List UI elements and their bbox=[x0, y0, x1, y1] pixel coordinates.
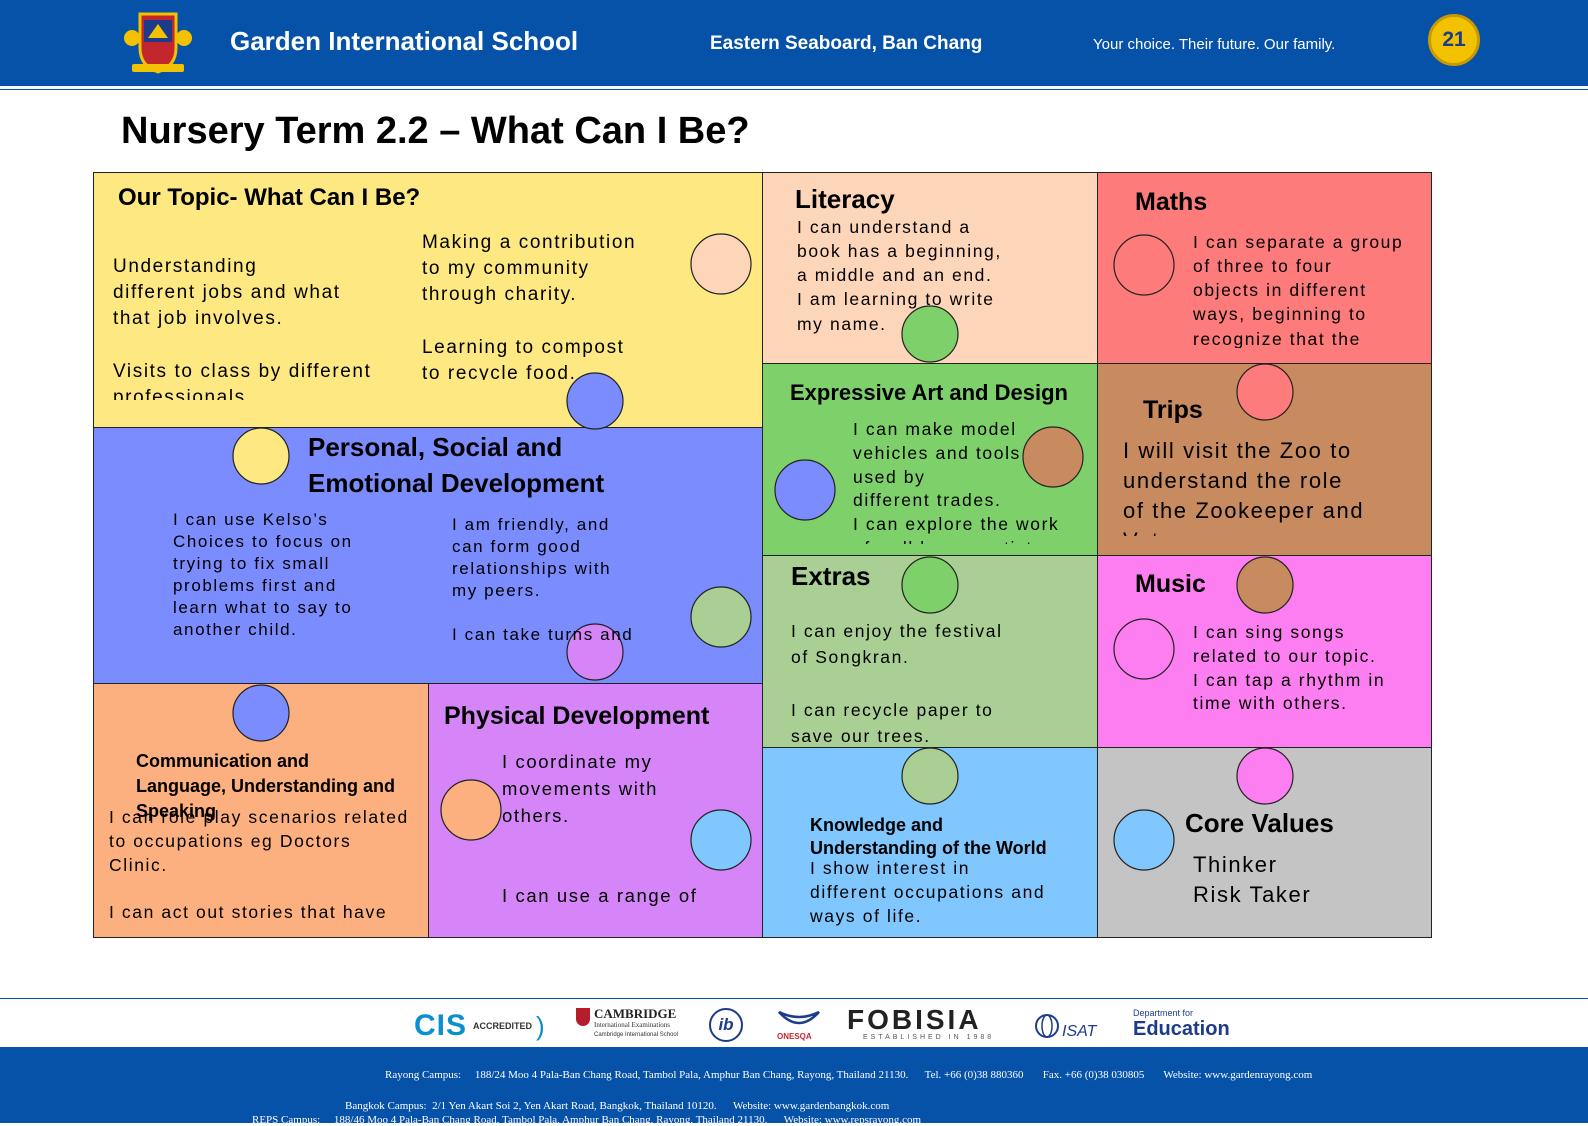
footer-bar bbox=[0, 1047, 1588, 1123]
onesqa-logo-caption: ONESQA bbox=[777, 1032, 812, 1041]
ib-logo: ib bbox=[709, 1008, 743, 1042]
literacy-heading: Literacy bbox=[795, 184, 895, 214]
cl-heading: Communication and Language, Understandin… bbox=[136, 751, 396, 821]
maths-heading: Maths bbox=[1135, 188, 1208, 216]
page-title: Nursery Term 2.2 – What Can I Be? bbox=[121, 110, 750, 152]
topic-piece bbox=[93, 172, 763, 428]
ead-text: I can make model vehicles and tools used… bbox=[853, 419, 1060, 544]
trips-heading: Trips bbox=[1143, 396, 1203, 424]
kuw-heading: Knowledge and Understanding of the World bbox=[810, 815, 1047, 859]
isat-logo: ISAT bbox=[1034, 1010, 1096, 1042]
cambridge-logo-title: CAMBRIDGE bbox=[594, 1006, 677, 1021]
topic-text-right: Making a contribution to my community th… bbox=[422, 232, 637, 380]
fobisia-logo-sub: ESTABLISHED IN 1988 bbox=[863, 1034, 995, 1041]
pd-text: I coordinate my movements with others. I… bbox=[502, 751, 698, 915]
cis-logo-caption: ACCREDITED bbox=[473, 1021, 533, 1031]
rayong-campus-address: Rayong Campus: 188/24 Moo 4 Pala-Ban Cha… bbox=[385, 1069, 1313, 1081]
reps-campus-address: REPS Campus: 188/46 Moo 4 Pala-Ban Chang… bbox=[252, 1114, 922, 1126]
pd-piece bbox=[428, 683, 763, 938]
onesqa-mark-icon bbox=[778, 1010, 820, 1025]
footer-divider bbox=[0, 998, 1588, 999]
isat-globe-icon bbox=[1035, 1014, 1059, 1038]
header-bar bbox=[0, 0, 1588, 86]
ead-heading: Expressive Art and Design bbox=[790, 380, 1068, 405]
music-heading: Music bbox=[1135, 570, 1206, 598]
fobisia-logo: FOBISIA ESTABLISHED IN 1988 bbox=[847, 1004, 1007, 1044]
topic-heading: Our Topic- What Can I Be? bbox=[118, 184, 421, 211]
topic-text-left: Understanding different jobs and what th… bbox=[113, 256, 372, 400]
pse-piece bbox=[93, 427, 763, 684]
cambridge-logo-sub1: International Examinations bbox=[594, 1021, 671, 1029]
cl-text: I can role play scenarios related to occ… bbox=[109, 807, 409, 923]
extras-heading: Extras bbox=[791, 561, 871, 591]
school-name: Garden International School bbox=[230, 26, 579, 56]
onesqa-logo: ONESQA bbox=[775, 1008, 823, 1044]
pd-heading: Physical Development bbox=[444, 702, 710, 730]
cis-logo: CIS ACCREDITED ) bbox=[414, 1009, 545, 1042]
core-values-heading: Core Values bbox=[1185, 808, 1334, 838]
anniversary-badge: 21 bbox=[1428, 14, 1480, 66]
dfe-logo: Department for Education bbox=[1133, 1008, 1243, 1044]
dfe-logo-title: Education bbox=[1133, 1018, 1230, 1040]
extras-text: I can enjoy the festival of Songkran. I … bbox=[791, 621, 1003, 743]
isat-logo-caption: ISAT bbox=[1062, 1023, 1097, 1040]
pse-text-left: I can use Kelso’s Choices to focus on tr… bbox=[173, 510, 353, 640]
maths-text: I can separate a group of three to four … bbox=[1193, 232, 1404, 348]
ib-logo-mark: ib bbox=[718, 1015, 734, 1034]
pse-text-right: I am friendly, and can form good relatio… bbox=[452, 515, 634, 645]
school-crest-logo bbox=[122, 8, 194, 76]
literacy-text: I can understand a book has a beginning,… bbox=[797, 217, 1002, 334]
core-values-text: Thinker Risk Taker bbox=[1193, 852, 1312, 908]
cambridge-shield-icon bbox=[576, 1008, 590, 1026]
school-motto: Your choice. Their future. Our family. bbox=[1093, 36, 1336, 53]
dfe-logo-small: Department for bbox=[1133, 1008, 1194, 1018]
header-divider bbox=[0, 89, 1588, 90]
cis-logo-mark: CIS bbox=[414, 1009, 468, 1042]
kuw-text: I show interest in different occupations… bbox=[810, 858, 1046, 926]
cambridge-logo: CAMBRIDGE International Examinations Cam… bbox=[576, 1006, 682, 1044]
campus-location: Eastern Seaboard, Ban Chang bbox=[710, 33, 983, 54]
anniversary-number: 21 bbox=[1442, 28, 1466, 51]
cis-bracket-icon: ) bbox=[536, 1010, 545, 1041]
trips-text: I will visit the Zoo to understand the r… bbox=[1123, 438, 1365, 536]
puzzle-knobs bbox=[232, 233, 1294, 871]
bangkok-campus-address: Bangkok Campus: 2/1 Yen Akart Soi 2, Yen… bbox=[345, 1100, 890, 1112]
music-text: I can sing songs related to our topic. I… bbox=[1193, 622, 1386, 714]
puzzle-board: Our Topic- What Can I Be? Understanding … bbox=[93, 172, 1432, 938]
cambridge-logo-sub2: Cambridge International School bbox=[594, 1032, 679, 1038]
pse-heading: Personal, Social and Emotional Developme… bbox=[308, 432, 605, 498]
fobisia-logo-title: FOBISIA bbox=[847, 1004, 982, 1035]
